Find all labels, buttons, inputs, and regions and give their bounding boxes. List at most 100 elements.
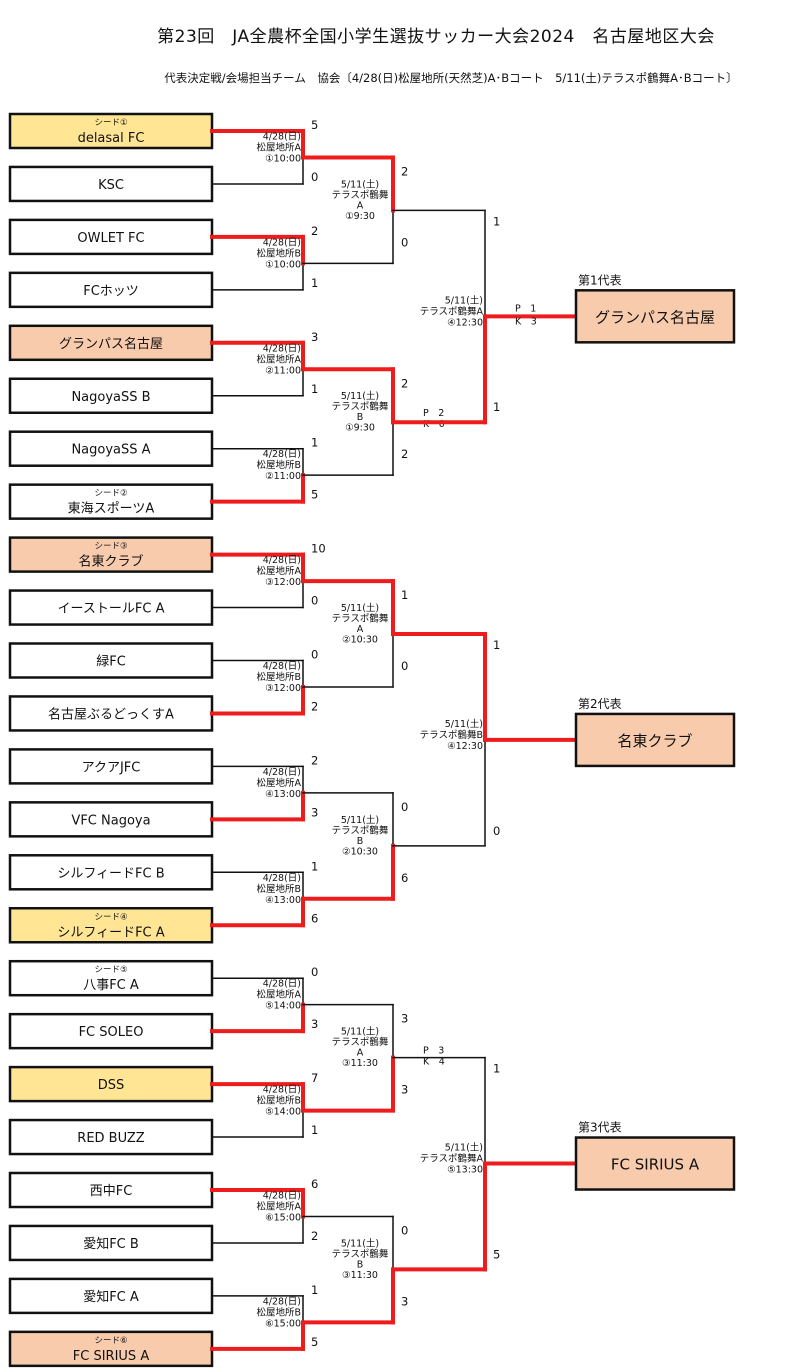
score: 5 [493, 1247, 500, 1261]
score: 0 [311, 594, 318, 608]
match-info: 松屋地所A [257, 353, 302, 365]
team-box[interactable] [8, 695, 214, 732]
team-box[interactable] [8, 642, 214, 679]
match-info: ④12:30 [447, 741, 483, 752]
match-info: 4/28(日) [263, 873, 301, 884]
match-info: B [357, 836, 364, 847]
team-name: FCホッツ [83, 284, 139, 299]
score: 1 [401, 588, 408, 602]
score: 5 [311, 488, 318, 502]
match-info: 松屋地所B [256, 247, 301, 259]
match-info: ⑤14:00 [265, 1001, 301, 1012]
pk-score: K 0 [423, 419, 445, 430]
match-info: 5/11(土) [341, 814, 379, 826]
match-info: ③11:30 [342, 1270, 378, 1281]
representative-team: グランパス名古屋 [595, 308, 715, 326]
match-info: ②11:00 [265, 365, 301, 376]
match-info: 5/11(土) [445, 1142, 483, 1154]
score: 0 [401, 1223, 408, 1237]
match-info: 松屋地所B [256, 883, 301, 895]
score: 2 [311, 699, 318, 713]
team-name: グランパス名古屋 [59, 336, 163, 352]
page-title: 第23回 JA全農杯全国小学生選抜サッカー大会2024 名古屋地区大会 [157, 27, 715, 47]
score: 6 [311, 911, 318, 925]
score: 1 [493, 1062, 500, 1076]
match-info: テラスポ鶴舞A [420, 305, 484, 317]
score: 1 [311, 859, 318, 873]
match-info: B [357, 412, 364, 423]
match-info: テラスポ鶴舞 [332, 613, 389, 625]
match-info: 松屋地所B [256, 459, 301, 471]
score: 3 [311, 330, 318, 344]
match-info: 4/28(日) [263, 1190, 301, 1201]
team-box[interactable] [8, 1065, 214, 1103]
score: 0 [311, 965, 318, 979]
match-info: ④13:00 [265, 789, 301, 800]
score: 1 [493, 400, 500, 414]
team-box[interactable] [8, 218, 214, 256]
team-box[interactable] [8, 377, 214, 414]
team-name: アクアJFC [82, 760, 141, 775]
representative-box[interactable] [574, 1136, 736, 1191]
team-name: OWLET FC [77, 231, 144, 246]
match-info: 5/11(土) [341, 390, 379, 402]
team-name: NagoyaSS B [71, 390, 150, 405]
match-info: 5/11(土) [445, 294, 483, 306]
team-box[interactable] [8, 854, 214, 891]
match-info: 4/28(日) [263, 979, 301, 990]
team-name: シルフィードFC B [57, 866, 164, 881]
team-box[interactable] [8, 1012, 214, 1050]
team-box[interactable] [8, 430, 214, 467]
team-name: 西中FC [90, 1184, 133, 1199]
match-info: 5/11(土) [341, 178, 379, 190]
match-info: 4/28(日) [263, 767, 301, 778]
score: 5 [311, 118, 318, 132]
score: 2 [311, 224, 318, 238]
representative-label: 第1代表 [578, 273, 622, 287]
representative-box[interactable] [574, 712, 736, 768]
team-box[interactable] [8, 536, 214, 573]
team-name: 愛知FC A [83, 1289, 139, 1305]
representative-box[interactable] [574, 289, 736, 344]
representative-label: 第3代表 [578, 1121, 622, 1135]
match-info: ⑥15:00 [265, 1318, 301, 1329]
match-info: ③11:30 [342, 1058, 378, 1069]
seed-label: シード⑤ [94, 965, 127, 975]
team-name: DSS [98, 1078, 125, 1093]
team-box[interactable] [8, 112, 214, 150]
team-name: VFC Nagoya [71, 813, 150, 828]
team-box[interactable] [8, 271, 214, 309]
seed-label: シード⑥ [94, 1336, 127, 1346]
match-info: テラスポ鶴舞 [332, 1036, 389, 1048]
score: 1 [311, 276, 318, 290]
team-box[interactable] [8, 1118, 214, 1156]
score: 0 [401, 800, 408, 814]
score: 6 [311, 1177, 318, 1191]
score: 1 [493, 638, 500, 652]
team-name: シルフィードFC A [57, 925, 164, 940]
score: 3 [311, 1017, 318, 1031]
team-box[interactable] [8, 959, 214, 997]
score: 1 [311, 382, 318, 396]
representative-label: 第2代表 [578, 697, 622, 711]
match-info: テラスポ鶴舞A [420, 1153, 484, 1165]
match-info: テラスポ鶴舞 [332, 1248, 389, 1260]
score: 6 [401, 871, 408, 885]
page-subtitle: 代表決定戦/会場担当チーム 協会〔4/28(日)松屋地所(天然芝)A･Bコート … [164, 71, 738, 85]
match-info: 松屋地所B [256, 1306, 301, 1318]
match-info: ①10:00 [265, 259, 301, 270]
match-info: ②10:30 [342, 635, 378, 646]
pk-score: P 2 [423, 408, 444, 419]
team-box[interactable] [8, 324, 214, 362]
team-box[interactable] [8, 748, 214, 785]
pk-score: P 1 [515, 303, 536, 314]
score: 2 [311, 1229, 318, 1243]
match-info: ③12:00 [265, 683, 301, 694]
match-info: 松屋地所A [257, 141, 302, 153]
match-info: 5/11(土) [341, 602, 379, 614]
team-box[interactable] [8, 907, 214, 944]
match-info: ②10:30 [342, 846, 378, 857]
score: 1 [311, 1283, 318, 1297]
team-box[interactable] [8, 1224, 214, 1262]
